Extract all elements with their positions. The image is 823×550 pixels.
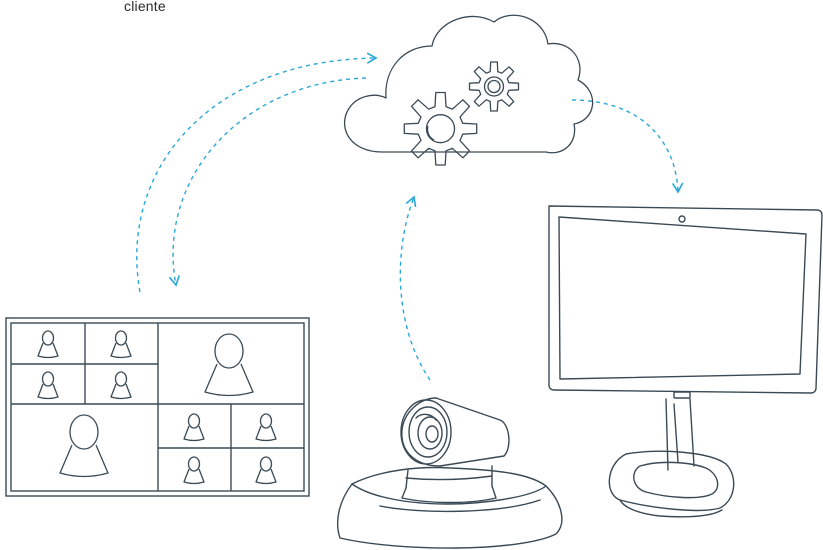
cloud-icon	[343, 14, 594, 154]
arrow-cloud-to-grid	[168, 77, 367, 287]
participant-avatars	[37, 330, 277, 485]
caption-text: cliente	[124, 0, 166, 14]
avatar	[255, 456, 277, 485]
flow-arrows	[136, 52, 684, 381]
avatar	[110, 330, 132, 359]
avatar	[183, 456, 205, 485]
avatar	[37, 371, 59, 400]
ptz-camera-icon	[336, 397, 563, 549]
arrow-camera-to-cloud	[399, 195, 431, 381]
video-conference-grid	[5, 317, 310, 497]
avatar	[110, 371, 132, 400]
monitor-icon	[548, 205, 823, 518]
arrow-cloud-to-monitor	[571, 99, 684, 194]
avatar	[255, 413, 277, 442]
gear-icon	[403, 61, 520, 166]
avatar	[37, 330, 59, 359]
avatar-large	[204, 333, 254, 397]
avatar-large	[59, 414, 109, 478]
arrow-grid-to-cloud	[136, 52, 378, 293]
avatar	[183, 413, 205, 442]
